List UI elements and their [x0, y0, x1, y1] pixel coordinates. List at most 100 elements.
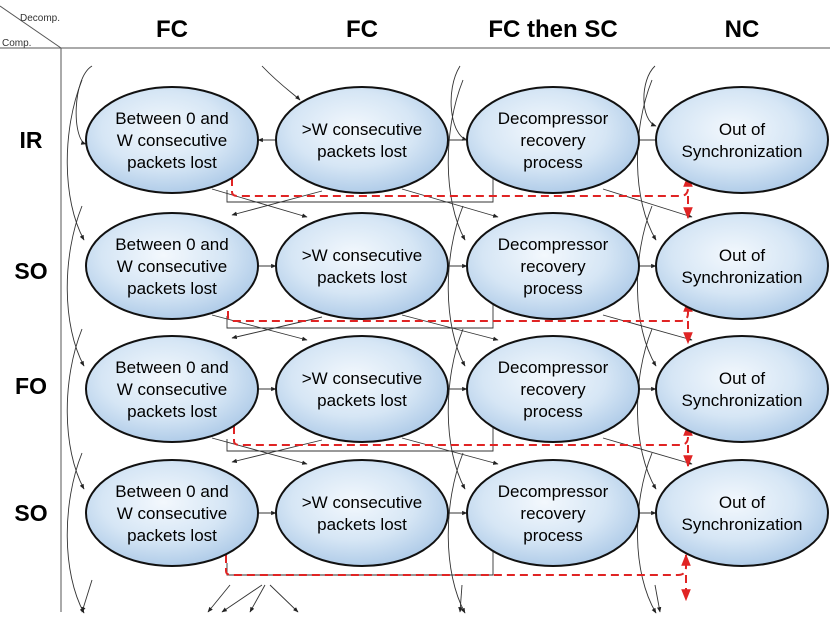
left-arc-col3	[447, 328, 466, 490]
state-node-r4-decompressor-recovery: Decompressor recovery process	[466, 459, 640, 567]
left-arc-col3	[447, 79, 466, 241]
left-arc-col4	[637, 205, 657, 367]
state-label-line: packets lost	[317, 515, 407, 534]
state-label-line: Synchronization	[682, 515, 803, 534]
exit-arrow	[207, 584, 231, 613]
state-ellipse	[466, 459, 640, 567]
corner-decomp-label: Decomp.	[20, 13, 60, 24]
diag-arrow-col3-col4	[602, 437, 693, 465]
state-ellipse	[275, 335, 449, 443]
state-label-line: Between 0 and	[115, 235, 228, 254]
column-header-nc: NC	[725, 16, 760, 43]
state-label-line: process	[523, 153, 583, 172]
state-ellipse	[85, 335, 259, 443]
state-ellipse	[655, 86, 829, 194]
state-label-line: packets lost	[317, 268, 407, 287]
exit-arrow	[458, 584, 463, 613]
column-header-fc-then-sc: FC then SC	[488, 16, 617, 43]
state-label-line: Decompressor	[498, 482, 609, 501]
state-label-line: recovery	[520, 131, 586, 150]
state-label-line: packets lost	[127, 526, 217, 545]
state-ellipse	[85, 86, 259, 194]
state-label-line: recovery	[520, 257, 586, 276]
state-label-line: packets lost	[317, 391, 407, 410]
state-label-line: Out of	[719, 246, 766, 265]
state-label-line: Out of	[719, 493, 766, 512]
state-label-line: Decompressor	[498, 235, 609, 254]
state-ellipse	[275, 212, 449, 320]
state-label-line: packets lost	[127, 402, 217, 421]
state-label-line: >W consecutive	[302, 246, 422, 265]
connector-layer	[66, 65, 693, 614]
exit-arrow	[81, 579, 93, 613]
column-header-fc-1: FC	[156, 16, 188, 43]
state-label-line: >W consecutive	[302, 120, 422, 139]
state-label-line: Out of	[719, 369, 766, 388]
state-label-line: packets lost	[317, 142, 407, 161]
state-node-r2-out-of-sync: Out of Synchronization	[655, 212, 829, 320]
state-label-line: packets lost	[127, 153, 217, 172]
column-header-fc-2: FC	[346, 16, 378, 43]
entry-arrow-col3	[450, 65, 468, 141]
feedback-dashed-up-2	[227, 298, 693, 322]
state-node-r4-over-w: >W consecutive packets lost	[275, 459, 449, 567]
state-ellipse	[85, 459, 259, 567]
state-label-line: Between 0 and	[115, 109, 228, 128]
return-line	[226, 170, 494, 203]
diag-arrow-col1-col2	[211, 188, 308, 218]
diag-arrow-col2-col3	[401, 188, 499, 218]
left-arc-col4	[637, 79, 657, 241]
left-arc-col1	[66, 205, 85, 367]
state-node-r3-over-w: >W consecutive packets lost	[275, 335, 449, 443]
state-ellipse	[655, 459, 829, 567]
state-label-line: W consecutive	[117, 131, 228, 150]
state-node-r1-between-0-and-w: Between 0 and W consecutive packets lost	[85, 86, 259, 194]
exit-arrow	[221, 584, 263, 613]
left-arc-col1	[66, 328, 85, 490]
corner-diagonal	[0, 5, 62, 49]
state-label-line: Decompressor	[498, 109, 609, 128]
exit-arrow	[249, 584, 266, 613]
state-label-line: >W consecutive	[302, 493, 422, 512]
row-header-fo: FO	[15, 373, 47, 399]
diag-arrow-col3-col4	[602, 188, 693, 218]
return-line	[226, 419, 494, 452]
state-ellipse	[466, 212, 640, 320]
state-label-line: Synchronization	[682, 142, 803, 161]
state-node-r2-over-w: >W consecutive packets lost	[275, 212, 449, 320]
diag-arrow-col2-col3	[401, 314, 499, 341]
state-node-r4-out-of-sync: Out of Synchronization	[655, 459, 829, 567]
state-label-line: recovery	[520, 504, 586, 523]
entry-arrow-col2	[261, 65, 301, 101]
diag-arrow-col2-col1	[231, 190, 323, 216]
left-arc-col1	[66, 79, 85, 241]
state-label-line: Between 0 and	[115, 482, 228, 501]
diag-arrow-col1-col2	[211, 314, 308, 341]
state-label-line: recovery	[520, 380, 586, 399]
row-header-so-1: SO	[14, 258, 47, 284]
state-label-line: W consecutive	[117, 380, 228, 399]
left-arc-col3	[447, 205, 466, 367]
state-ellipse	[275, 86, 449, 194]
feedback-dashed-up-1	[231, 174, 693, 197]
left-arc-col3	[447, 452, 466, 614]
feedback-dashed-up-4	[225, 553, 691, 576]
diag-arrow-col3-col4	[602, 314, 693, 341]
entry-arrow-col1	[75, 65, 93, 145]
state-ellipse	[275, 459, 449, 567]
state-label-line: Between 0 and	[115, 358, 228, 377]
state-ellipse	[655, 335, 829, 443]
left-arc-col4	[637, 328, 657, 490]
left-arc-col1	[66, 452, 85, 614]
state-label-line: process	[523, 526, 583, 545]
state-node-r4-between-0-and-w: Between 0 and W consecutive packets lost	[85, 459, 259, 567]
row-header-ir: IR	[20, 127, 43, 153]
state-label-line: Synchronization	[682, 268, 803, 287]
state-label-line: W consecutive	[117, 504, 228, 523]
state-label-line: >W consecutive	[302, 369, 422, 388]
state-ellipse	[466, 86, 640, 194]
